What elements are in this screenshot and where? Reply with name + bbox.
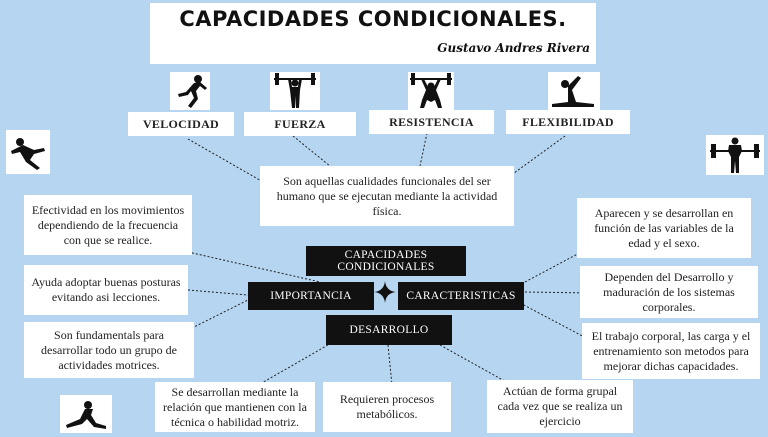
weightlifter-icon (706, 135, 764, 175)
stretch-icon (548, 72, 600, 110)
category-resistencia: RESISTENCIA (369, 110, 494, 134)
importance-node: IMPORTANCIA (248, 282, 374, 310)
development-item: Se desarrollan mediante la relación que … (155, 382, 315, 432)
sprinter-icon (6, 130, 50, 174)
category-velocidad: VELOCIDAD (128, 112, 234, 136)
importance-item: Efectividad en los movimientos dependien… (24, 195, 192, 255)
category-fuerza: FUERZA (244, 112, 356, 136)
sprinter-icon (170, 72, 210, 110)
development-item: Requieren procesos metabólicos. (323, 382, 451, 432)
title-card: CAPACIDADES CONDICIONALES. Gustavo Andre… (150, 3, 596, 64)
importance-item: Ayuda adoptar buenas posturas evitando a… (24, 265, 188, 315)
stretch-icon (60, 395, 112, 433)
author-name: Gustavo Andres Rivera (437, 41, 590, 55)
squat-lift-icon (408, 72, 454, 110)
page-title: CAPACIDADES CONDICIONALES. (179, 7, 567, 31)
characteristics-item: Aparecen y se desarrollan en función de … (577, 198, 751, 258)
development-item: Actúan de forma grupal cada vez que se r… (487, 380, 633, 433)
definition-box: Son aquellas cualidades funcionales del … (260, 166, 514, 226)
characteristics-item: El trabajo corporal, las carga y el entr… (582, 323, 760, 379)
weightlifter-icon (270, 72, 320, 110)
category-flexibilidad: FLEXIBILIDAD (506, 110, 630, 134)
importance-item: Son fundamentals para desarrollar todo u… (24, 322, 194, 378)
center-title: CAPACIDADES CONDICIONALES (306, 246, 466, 276)
sparkle-icon (373, 280, 397, 304)
characteristics-node: CARACTERISTICAS (398, 282, 524, 310)
development-node: DESARROLLO (326, 315, 452, 345)
characteristics-item: Dependen del Desarrollo y maduración de … (580, 266, 758, 318)
